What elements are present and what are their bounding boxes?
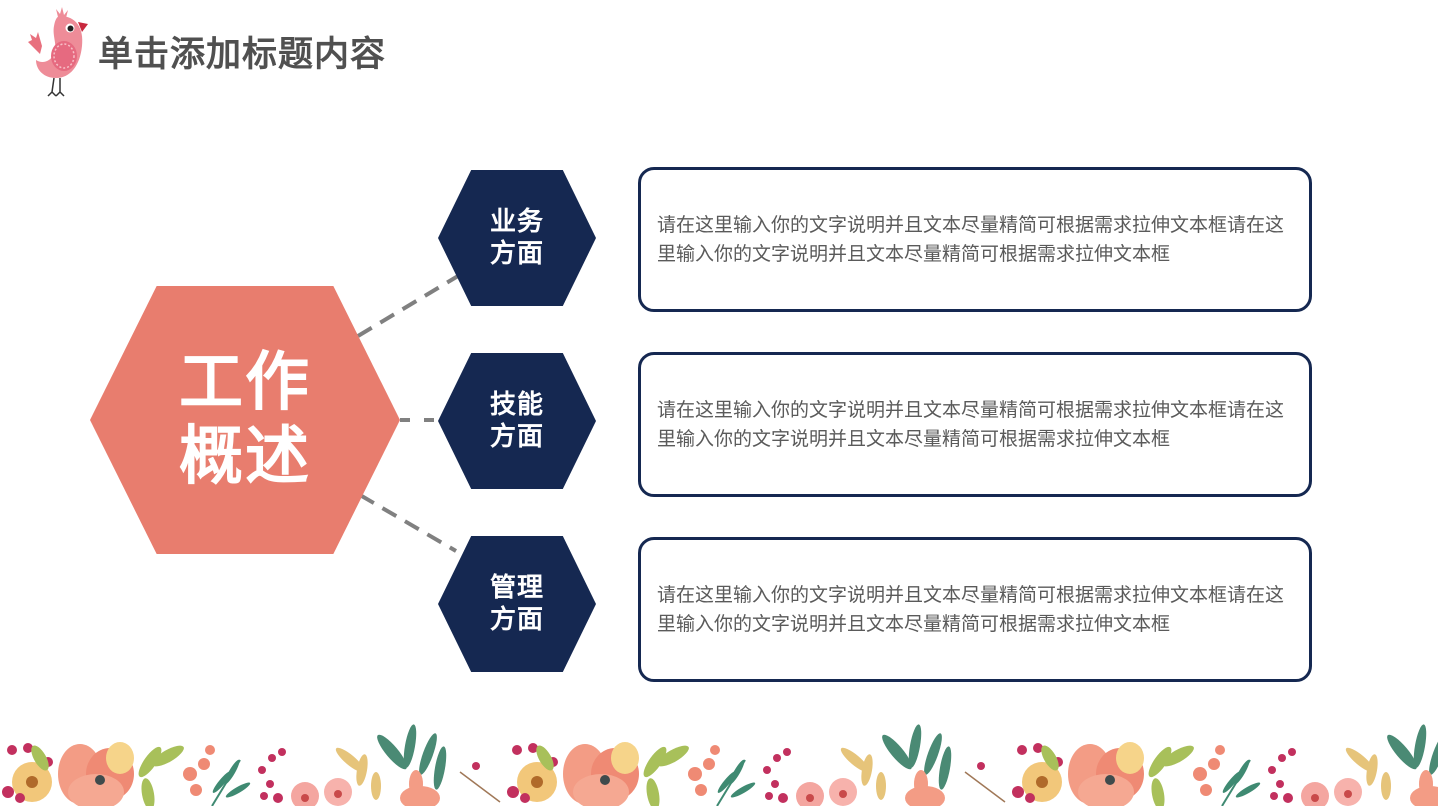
- hex-label-line1: 业务: [489, 207, 544, 237]
- hex-label-line2: 方面: [489, 239, 544, 269]
- bird-logo-icon: [28, 7, 88, 97]
- hex-label-line1: 管理: [489, 573, 544, 603]
- center-title-line2: 概述: [179, 420, 311, 494]
- hex-label-line2: 方面: [489, 605, 544, 635]
- description-text[interactable]: 请在这里输入你的文字说明并且文本尽量精简可根据需求拉伸文本框请在这里输入你的文字…: [657, 213, 1285, 265]
- skills-text-box[interactable]: 请在这里输入你的文字说明并且文本尽量精简可根据需求拉伸文本框请在这里输入你的文字…: [638, 352, 1312, 497]
- floral-border-icon: [1, 722, 1438, 806]
- hex-label-line2: 方面: [489, 422, 544, 452]
- hex-label-line1: 技能: [489, 390, 544, 420]
- skills-hexagon[interactable]: 技能 方面: [438, 353, 596, 489]
- business-hexagon[interactable]: 业务 方面: [438, 170, 596, 306]
- description-text[interactable]: 请在这里输入你的文字说明并且文本尽量精简可根据需求拉伸文本框请在这里输入你的文字…: [657, 398, 1285, 450]
- description-text[interactable]: 请在这里输入你的文字说明并且文本尽量精简可根据需求拉伸文本框请在这里输入你的文字…: [657, 583, 1285, 635]
- management-hexagon[interactable]: 管理 方面: [438, 536, 596, 672]
- management-text-box[interactable]: 请在这里输入你的文字说明并且文本尽量精简可根据需求拉伸文本框请在这里输入你的文字…: [638, 537, 1312, 682]
- business-text-box[interactable]: 请在这里输入你的文字说明并且文本尽量精简可根据需求拉伸文本框请在这里输入你的文字…: [638, 167, 1312, 312]
- page-title[interactable]: 单击添加标题内容: [98, 35, 387, 75]
- work-overview-hexagon[interactable]: 工作 概述: [90, 286, 400, 554]
- center-title-line1: 工作: [179, 346, 311, 420]
